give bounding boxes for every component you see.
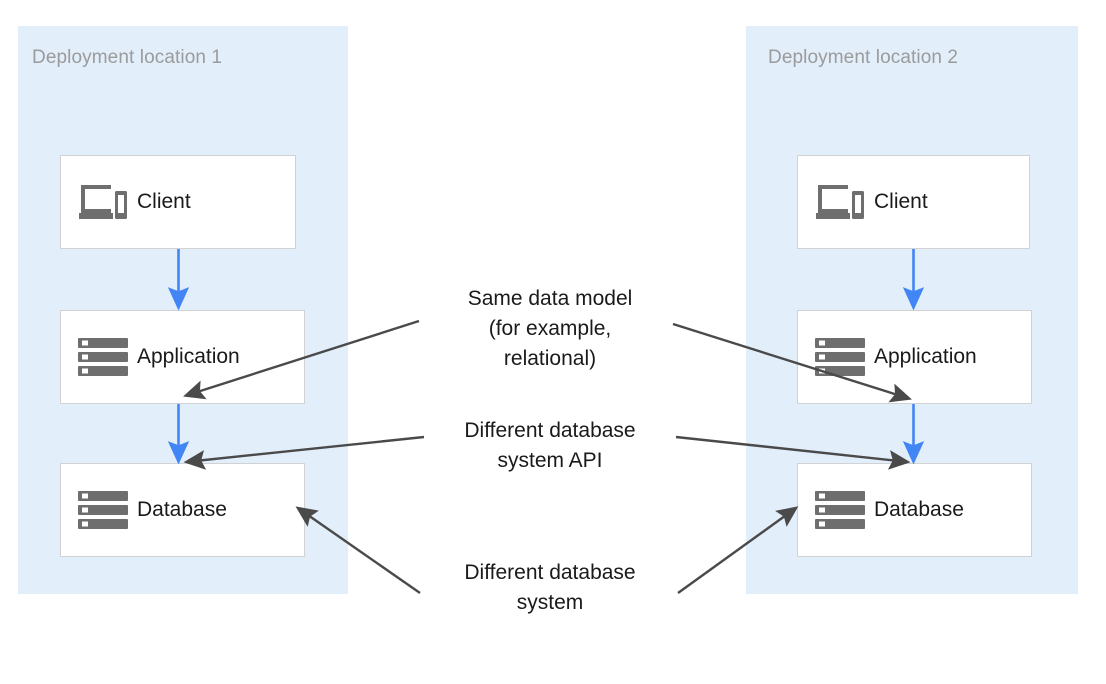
node-label: Application bbox=[137, 345, 240, 368]
node-label: Application bbox=[874, 345, 977, 368]
server-stack-icon bbox=[75, 487, 131, 533]
node-application-location-2[interactable]: Application bbox=[797, 310, 1032, 404]
node-label: Client bbox=[137, 190, 191, 213]
node-client-location-1[interactable]: Client bbox=[60, 155, 296, 249]
callout-same-data-model: Same data model (for example, relational… bbox=[467, 287, 633, 370]
node-label: Client bbox=[874, 190, 928, 213]
node-label: Database bbox=[137, 498, 227, 521]
node-label: Database bbox=[874, 498, 964, 521]
deployment-location-1-title: Deployment location 1 bbox=[32, 47, 223, 68]
devices-icon bbox=[812, 179, 868, 225]
deployment-location-2-title: Deployment location 2 bbox=[768, 47, 959, 68]
server-stack-icon bbox=[812, 487, 868, 533]
node-client-location-2[interactable]: Client bbox=[797, 155, 1030, 249]
callout-different-database-system: Different database system bbox=[464, 561, 636, 614]
server-stack-icon bbox=[812, 334, 868, 380]
server-stack-icon bbox=[75, 334, 131, 380]
node-database-location-1[interactable]: Database bbox=[60, 463, 305, 557]
devices-icon bbox=[75, 179, 131, 225]
node-database-location-2[interactable]: Database bbox=[797, 463, 1032, 557]
callout-different-database-system-api: Different database system API bbox=[464, 419, 636, 472]
node-application-location-1[interactable]: Application bbox=[60, 310, 305, 404]
